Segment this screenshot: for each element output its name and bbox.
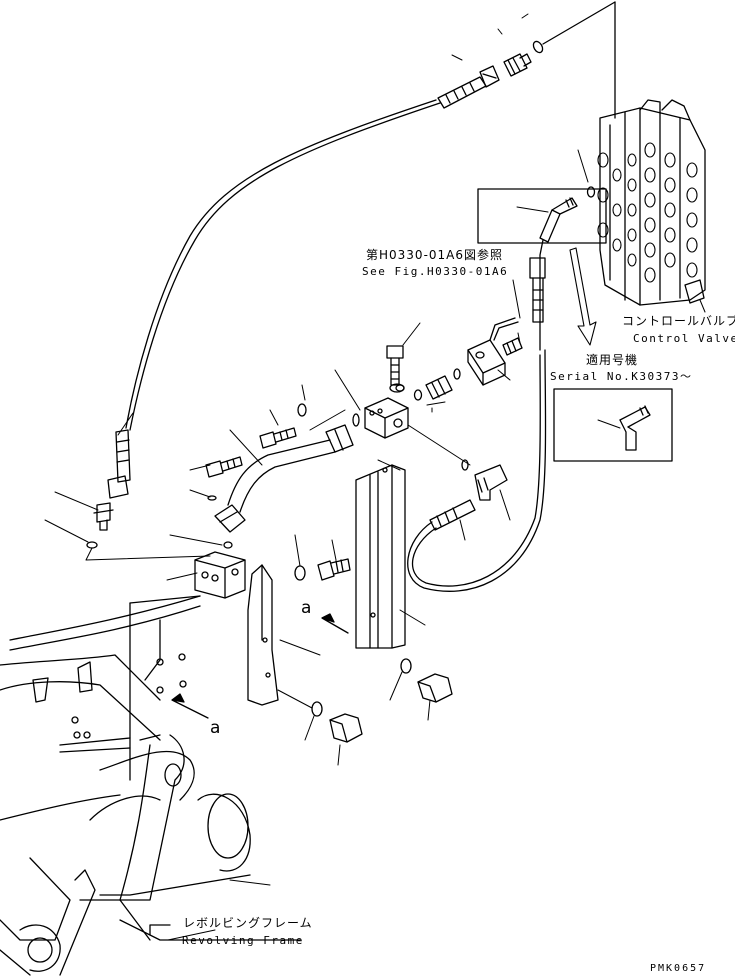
control-valve bbox=[597, 1, 706, 306]
revolving-frame-label-jp: レボルビングフレーム bbox=[183, 916, 313, 930]
ball-valve-adapter bbox=[502, 337, 523, 356]
plate-bolt bbox=[317, 558, 351, 581]
left-hose-end bbox=[107, 429, 131, 499]
vertical-bracket bbox=[355, 464, 406, 649]
curved-pipe bbox=[214, 424, 354, 533]
control-valve-label-en: Control Valve bbox=[633, 332, 735, 345]
lower-manifold bbox=[194, 551, 246, 599]
adapter-nipple bbox=[425, 375, 453, 400]
serial-label-en: Serial No.K30373～ bbox=[550, 370, 693, 383]
control-valve-leader bbox=[699, 299, 706, 313]
arrow-a-lower-label: a bbox=[210, 718, 221, 738]
flange-bolt-2 bbox=[205, 456, 243, 478]
arrow-a-lower bbox=[171, 693, 209, 719]
manifold-block bbox=[364, 397, 409, 439]
flange-bolt-1 bbox=[259, 427, 297, 449]
control-valve-label-jp: コントロールバルブ bbox=[622, 314, 735, 328]
drawing-code: PMK0657 bbox=[650, 963, 707, 974]
inset-box-serial bbox=[553, 388, 673, 462]
bracket-bolt-lower bbox=[417, 673, 453, 703]
top-o-ring bbox=[532, 40, 544, 54]
long-hose bbox=[125, 1, 616, 431]
revolving-frame-label-en: Revolving Frame bbox=[182, 934, 304, 947]
see-fig-label-en: See Fig.H0330-01A6 bbox=[362, 265, 509, 278]
valve-port-o-ring bbox=[586, 186, 596, 198]
serial-label-jp: 適用号機 bbox=[586, 353, 639, 367]
plate-bolt-lower bbox=[329, 713, 363, 743]
left-adapter bbox=[93, 502, 114, 531]
lower-elbow bbox=[474, 464, 508, 501]
hollow-arrow bbox=[569, 247, 597, 346]
serial-elbow bbox=[619, 405, 651, 451]
revolving-frame bbox=[0, 595, 301, 976]
arrow-a-upper bbox=[321, 613, 349, 634]
plate-bracket bbox=[247, 564, 279, 706]
top-adapter bbox=[503, 53, 532, 77]
arrow-a-upper-label: a bbox=[301, 598, 312, 618]
swivel-hose-end bbox=[529, 257, 546, 323]
elbow-fitting bbox=[539, 197, 578, 243]
block-bolt bbox=[386, 345, 404, 386]
ball-valve bbox=[467, 317, 519, 386]
lower-hose-fitting bbox=[429, 499, 476, 531]
top-hose-fitting bbox=[437, 65, 500, 109]
see-fig-label-jp: 第H0330-01A6図参照 bbox=[366, 248, 504, 262]
